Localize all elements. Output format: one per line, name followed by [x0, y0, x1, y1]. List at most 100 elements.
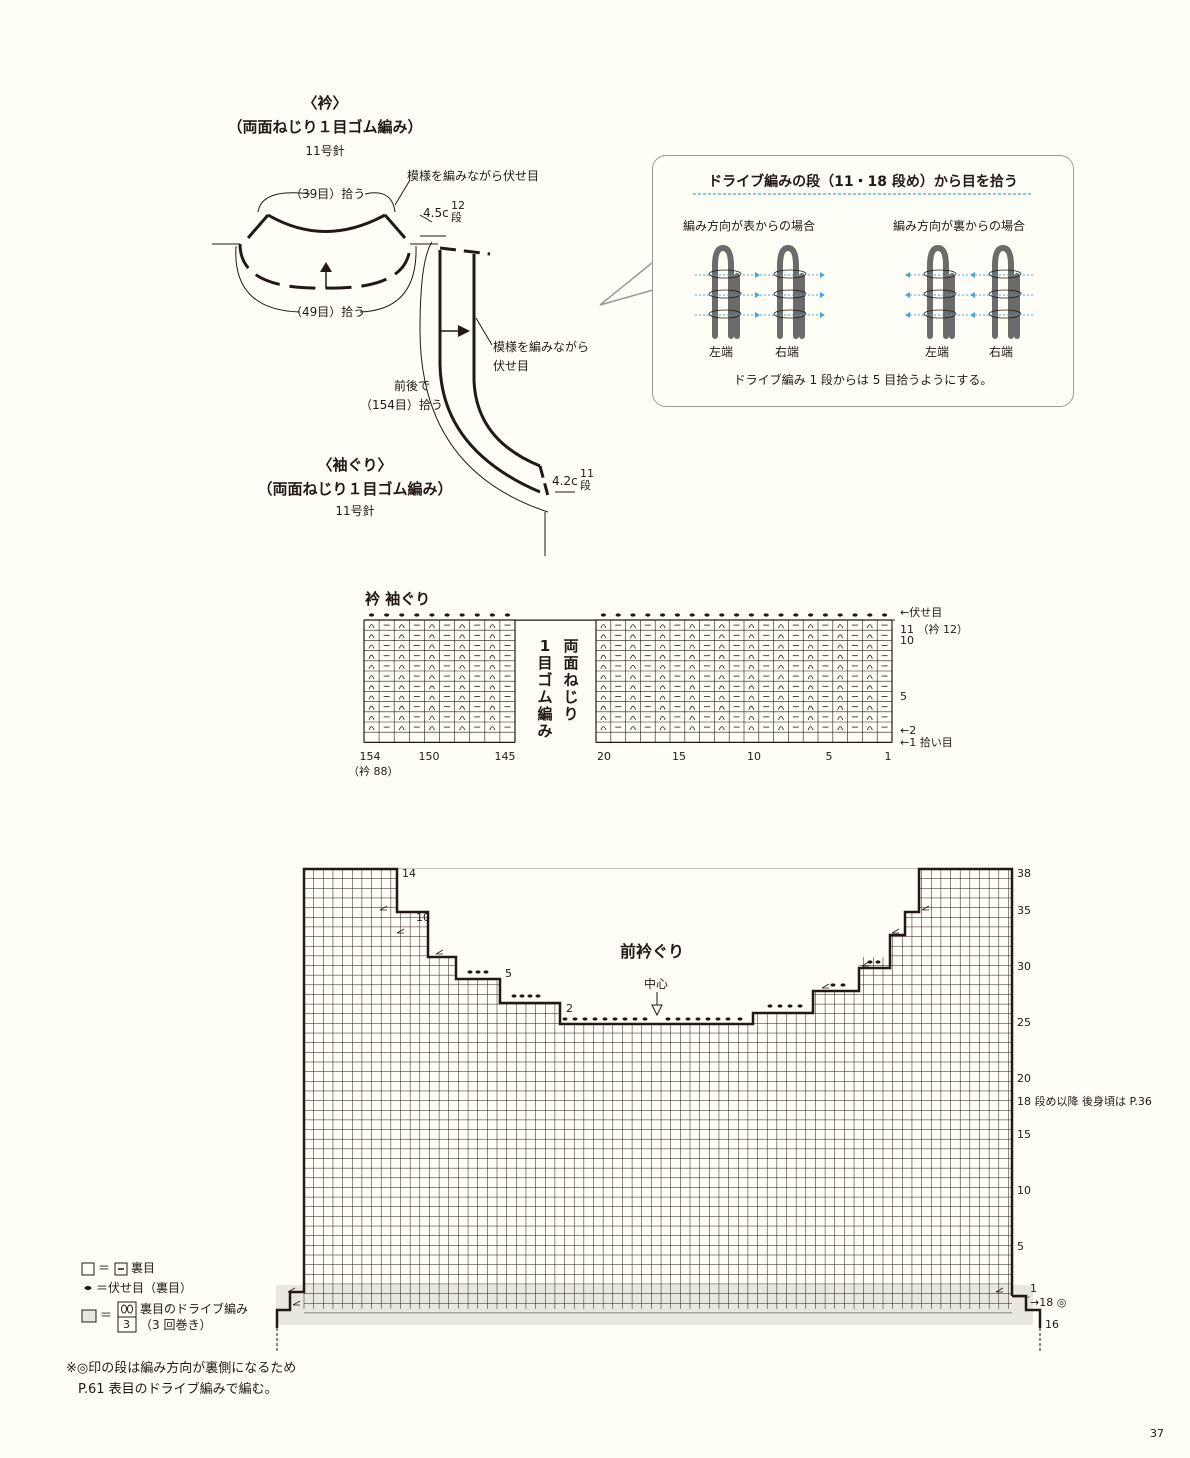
rib-bindoff-mark	[748, 613, 755, 617]
front-bindoff-dot	[797, 1004, 803, 1008]
front-decrease-mark	[821, 983, 830, 989]
rib-twist-knit-mark	[459, 675, 466, 680]
front-step-label-14: 14	[402, 867, 416, 880]
rib-twist-knit-mark	[398, 675, 405, 680]
rib-twist-knit-mark	[368, 665, 375, 670]
front-neck-chart	[275, 867, 1042, 1352]
rib-twist-knit-mark	[807, 654, 814, 659]
collar-depth: 4.5c	[423, 206, 449, 220]
rib-twist-knit-mark	[459, 665, 466, 670]
rib-bindoff-mark	[867, 613, 873, 617]
rib-bindoff-mark	[704, 613, 710, 617]
rib-twist-knit-mark	[748, 685, 755, 690]
front-decrease-mark	[379, 905, 388, 911]
legend-wrap-number: 3	[123, 1318, 130, 1331]
rib-twist-knit-mark	[837, 675, 844, 680]
front-row-label-18: →18 ◎	[1030, 1296, 1067, 1309]
rib-twist-knit-mark	[748, 634, 755, 639]
armhole-title: 〈袖ぐり〉	[317, 456, 393, 474]
front-decrease-mark	[891, 928, 900, 934]
rib-twist-knit-mark	[807, 624, 814, 629]
collar-subtitle: （両面ねじり１目ゴム編み）	[227, 118, 423, 136]
rib-bindoff-mark	[674, 613, 681, 617]
front-decrease-mark	[861, 961, 870, 967]
front-bindoff-dot	[840, 983, 846, 987]
callout-direction-arrow	[905, 312, 910, 318]
rib-twist-knit-mark	[778, 685, 784, 690]
rib-twist-knit-mark	[689, 685, 696, 690]
callout-wrap-ring	[988, 289, 1022, 299]
front-row-label-30: 30	[1017, 960, 1031, 973]
rib-twist-knit-mark	[600, 695, 607, 700]
rib-twist-knit-mark	[429, 695, 435, 700]
callout-direction-arrow	[755, 272, 760, 278]
rib-twist-knit-mark	[429, 665, 435, 670]
rib-twist-knit-mark	[866, 624, 873, 629]
rib-row-label-11: 11 （衿 12）	[900, 623, 968, 636]
rib-twist-knit-mark	[489, 726, 496, 731]
front-row-label-5: 5	[1017, 1240, 1024, 1253]
rib-twist-knit-mark	[659, 634, 666, 639]
rib-twist-knit-mark	[689, 726, 696, 731]
front-bindoff-dot	[592, 1017, 598, 1021]
rib-twist-knit-mark	[778, 695, 784, 700]
rib-twist-knit-mark	[429, 634, 435, 639]
rib-twist-knit-mark	[689, 624, 696, 629]
front-decrease-mark	[292, 1300, 301, 1306]
collar-pickup-top: （39目）拾う	[290, 187, 366, 201]
legend-item-drive-eq: ＝	[100, 1308, 113, 1322]
callout-title: ドライブ編みの段（11・18 段め）から目を拾う	[708, 174, 1018, 190]
rib-twist-knit-mark	[429, 726, 435, 731]
rib-twist-knit-mark	[837, 644, 844, 649]
rib-twist-knit-mark	[659, 726, 666, 731]
rib-twist-knit-mark	[600, 705, 607, 710]
armhole-depth: 4.2c	[552, 474, 578, 488]
collar-bind-note: 模様を編みながら伏せ目	[407, 169, 540, 183]
front-bindoff-dot	[675, 1017, 681, 1021]
rib-bindoff-mark	[630, 613, 636, 617]
rib-twist-knit-mark	[718, 715, 725, 721]
drive-stitch-callout: ドライブ編みの段（11・18 段め）から目を拾う 編み方向が表からの場合 編み方…	[652, 155, 1074, 407]
front-bindoff-dot	[602, 1017, 608, 1021]
rib-twist-knit-mark	[600, 675, 607, 680]
front-bindoff-dot	[572, 1017, 578, 1021]
rib-twist-knit-mark	[459, 695, 466, 700]
rib-bindoff-mark	[444, 613, 450, 617]
rib-twist-knit-mark	[748, 665, 755, 670]
rib-chart-title: 衿 袖ぐり	[365, 590, 431, 608]
front-bindoff-dot	[535, 994, 541, 998]
rib-chart-vertical-label-1: 両面ねじり	[563, 637, 579, 723]
callout-right-end-1: 右端	[775, 345, 800, 359]
front-bindoff-dot	[787, 1004, 793, 1008]
rib-twist-knit-mark	[489, 685, 496, 690]
front-step-label-10: 10	[416, 911, 430, 924]
rib-twist-knit-mark	[689, 634, 696, 639]
rib-twist-knit-mark	[630, 665, 636, 670]
rib-twist-knit-mark	[368, 624, 375, 629]
rib-twist-knit-mark	[778, 675, 784, 680]
callout-direction-arrow	[820, 292, 825, 298]
footnote-line2: P.61 表目のドライブ編みで編む。	[78, 1382, 278, 1397]
rib-twist-knit-mark	[368, 715, 375, 721]
callout-wrap-ring	[773, 309, 807, 319]
callout-right-end-2: 右端	[989, 345, 1014, 359]
rib-twist-knit-mark	[689, 665, 696, 670]
rib-twist-knit-mark	[429, 705, 435, 710]
rib-chart	[363, 613, 895, 744]
collar-diagram	[212, 179, 446, 313]
callout-loop-strand	[992, 244, 1014, 339]
rib-twist-knit-mark	[689, 695, 696, 700]
rib-twist-knit-mark	[748, 695, 755, 700]
front-bindoff-dot	[562, 1017, 568, 1021]
front-bindoff-dot	[830, 983, 836, 987]
front-row-label-38: 38	[1017, 867, 1031, 880]
rib-twist-knit-mark	[398, 695, 405, 700]
rib-bindoff-mark	[852, 613, 858, 617]
front-bindoff-dot	[527, 994, 533, 998]
rib-twist-knit-mark	[600, 654, 607, 659]
collar-title: 〈衿〉	[302, 94, 348, 112]
rib-twist-knit-mark	[778, 624, 784, 629]
rib-twist-knit-mark	[368, 685, 375, 690]
front-bindoff-dot	[767, 1004, 773, 1008]
rib-twist-knit-mark	[600, 665, 607, 670]
